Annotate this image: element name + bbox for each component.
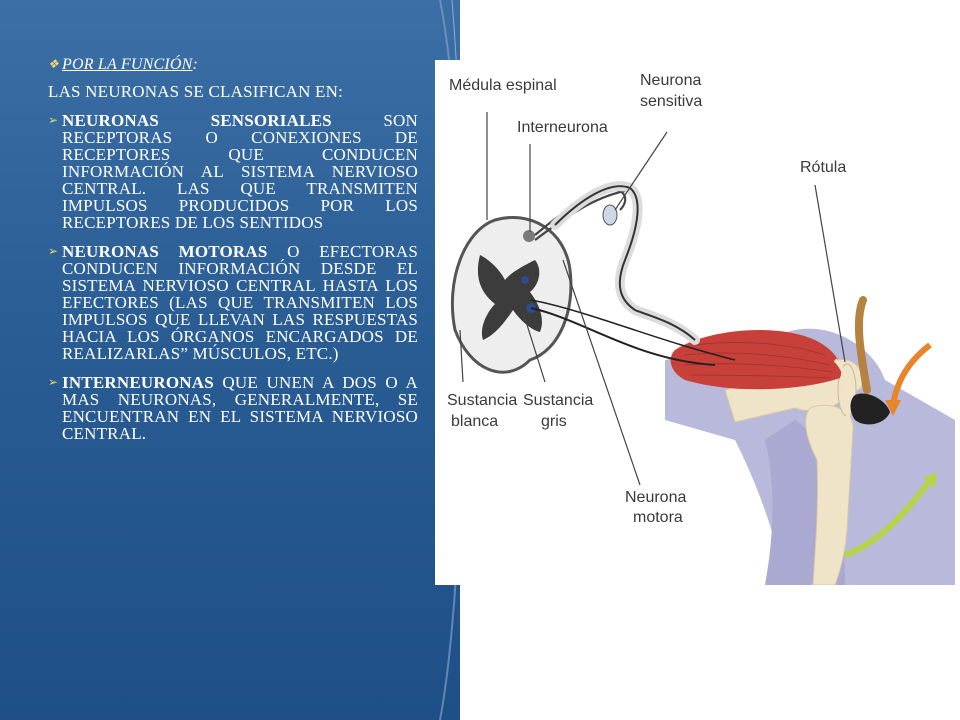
label-medula: Médula espinal [449,77,557,94]
arrow-bullet-icon: ➢ [48,113,59,127]
label-sustancia-blanca-1: Sustancia [447,392,517,409]
arrow-bullet-icon: ➢ [48,244,59,258]
list-item: ➢ NEURONAS SENSORIALES SON RECEPTORAS O … [48,112,418,231]
item-text: QUE UNEN A DOS O A MAS NEURONAS, GENERAL… [62,373,418,443]
sensory-nerve-tube [550,181,700,345]
label-interneurona: Interneurona [517,119,608,136]
label-sustancia-gris-2: gris [541,413,567,430]
hammer-handle [854,296,871,394]
item-text: SON RECEPTORAS O CONEXIONES DE RECEPTORE… [62,111,419,232]
label-neurona-sensitiva-2: sensitiva [640,93,702,110]
item-term: NEURONAS SENSORIALES [62,111,332,130]
item-term: NEURONAS MOTORAS [62,242,268,261]
section-heading: ❖ POR LA FUNCIÓN: [48,56,418,73]
quadriceps-muscle [670,329,842,390]
list-item: ➢ INTERNEURONAS QUE UNEN A DOS O A MAS N… [48,374,418,442]
orange-arrow-icon [890,342,932,406]
label-sustancia-blanca-2: blanca [451,413,498,430]
motor-nerve [530,307,716,366]
green-arrow-icon [843,478,933,558]
hammer-head [850,393,890,425]
heading-colon: : [192,56,199,73]
label-neurona-motora-1: Neurona [625,489,686,506]
label-neurona-motora-2: motora [633,509,683,526]
label-sustancia-gris-1: Sustancia [523,392,593,409]
diagram-svg: Médula espinal Neurona sensitiva Interne… [447,72,955,585]
label-neurona-sensitiva-1: Neurona [640,72,701,89]
item-text: O EFECTORAS CONDUCEN INFORMACIÓN DESDE E… [62,242,418,363]
intro-paragraph: LAS NEURONAS SE CLASIFICAN EN: [48,82,344,101]
heading-text: POR LA FUNCIÓN [62,56,193,73]
item-term: INTERNEURONAS [62,373,214,392]
list-item: ➢ NEURONAS MOTORAS O EFECTORAS CONDUCEN … [48,243,418,362]
reflex-arc-diagram: Médula espinal Neurona sensitiva Interne… [435,60,955,585]
content-text: ❖ POR LA FUNCIÓN: LAS NEURONAS SE CLASIF… [48,56,418,454]
left-blue-panel [0,0,460,720]
label-rotula: Rótula [800,159,846,176]
tendon [833,358,852,421]
ganglion [602,204,618,226]
tibia-bone [805,404,854,585]
arrow-bullet-icon: ➢ [48,375,59,389]
diamond-bullet-icon: ❖ [48,57,59,71]
